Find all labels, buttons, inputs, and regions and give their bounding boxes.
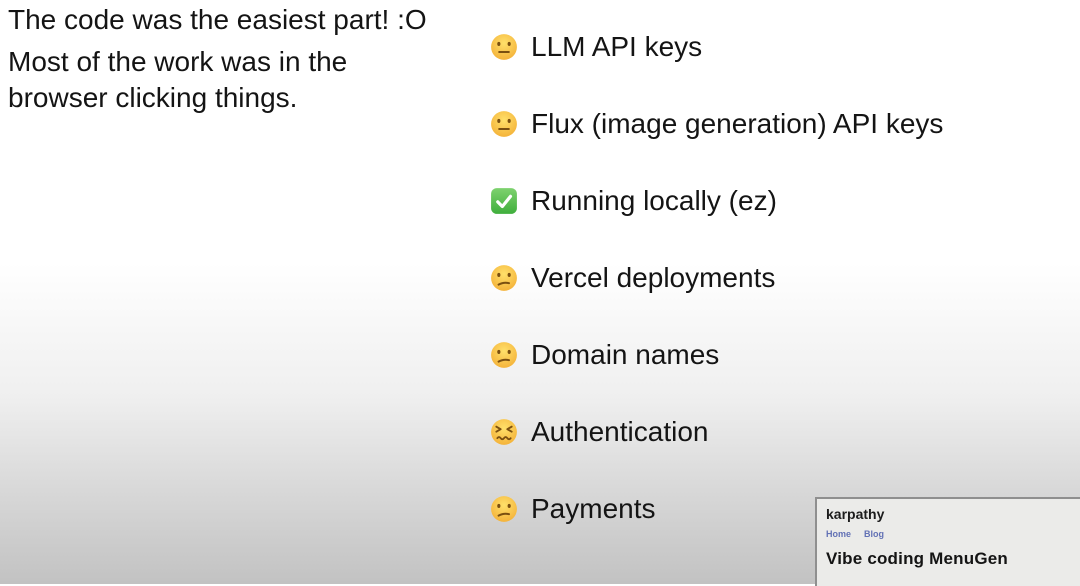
confounded-face-emoji	[489, 417, 519, 447]
neutral-face-emoji	[489, 32, 519, 62]
page-heading: Vibe coding MenuGen	[826, 549, 1009, 568]
checklist-item-label: Flux (image generation) API keys	[531, 108, 944, 139]
checklist-item: Payments	[489, 492, 943, 526]
checklist-item-label: Vercel deployments	[531, 262, 776, 293]
checklist-item: Running locally (ez)	[489, 184, 943, 218]
checklist-item: LLM API keys	[489, 30, 943, 64]
checklist-item-label: Payments	[531, 493, 656, 524]
slide-text-block: The code was the easiest part! :O Most o…	[8, 2, 478, 116]
confused-face-emoji	[489, 340, 519, 370]
slide-headline: The code was the easiest part! :O	[8, 4, 427, 35]
checklist-item: Authentication	[489, 415, 943, 449]
checklist-item: Domain names	[489, 338, 943, 372]
confused-face-emoji	[489, 494, 519, 524]
neutral-face-emoji	[489, 109, 519, 139]
checklist-item-label: Domain names	[531, 339, 720, 370]
checklist-item-label: Running locally (ez)	[531, 185, 777, 216]
checklist-item: Flux (image generation) API keys	[489, 107, 943, 141]
browser-page-preview: karpathy Home Blog Vibe coding MenuGen	[815, 497, 1080, 586]
checklist-item-label: Authentication	[531, 416, 709, 447]
nav-link-blog[interactable]: Blog	[864, 529, 885, 539]
checklist-item: Vercel deployments	[489, 261, 943, 295]
confused-face-emoji	[489, 263, 519, 293]
browser-nav: Home Blog	[826, 529, 1080, 539]
nav-link-home[interactable]: Home	[826, 529, 852, 539]
site-title: karpathy	[826, 506, 885, 522]
slide-subtext: Most of the work was in the browser clic…	[8, 46, 348, 113]
checklist-item-label: LLM API keys	[531, 31, 703, 62]
check-mark-button-emoji	[489, 186, 519, 216]
